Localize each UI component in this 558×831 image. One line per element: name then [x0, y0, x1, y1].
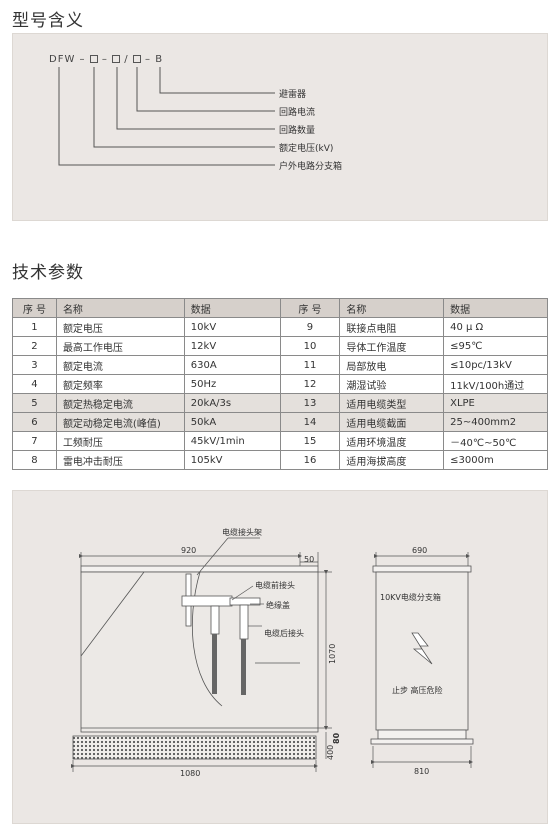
- cell-value: ≤10pc/13kV: [443, 355, 548, 375]
- label-rated-voltage: 额定电压(kV): [279, 144, 334, 154]
- cell-value: XLPE: [443, 393, 548, 413]
- warning-text: 止步 高压危险: [392, 685, 443, 695]
- code-slot-count: [112, 55, 121, 63]
- side-view: [370, 565, 474, 745]
- code-slash: /: [124, 54, 129, 65]
- label-outdoor-branch-box: 户外电路分支箱: [279, 162, 343, 172]
- code-dash: –: [101, 54, 108, 65]
- rear-joint-icon: [239, 604, 249, 640]
- code-slot-voltage: [89, 55, 98, 63]
- cell-value: ≤95℃: [443, 336, 548, 356]
- dim-side-top: 690: [412, 546, 427, 555]
- box-name: 10KV电缆分支箱: [380, 592, 441, 602]
- model-tree-lines: [58, 67, 275, 166]
- dim-base-h1: 80: [332, 732, 341, 744]
- label-loop-current: 回路电流: [279, 108, 316, 118]
- dim-base-h2: 400: [326, 745, 335, 760]
- front-joint-icon: [181, 595, 233, 607]
- cell-name: 适用海拔高度: [339, 450, 445, 470]
- dim-width-bottom: 1080: [180, 769, 200, 778]
- cell-value: 20kA/3s: [183, 393, 281, 413]
- dim-gap: 50: [304, 555, 314, 564]
- cell-no: 6: [12, 412, 57, 432]
- model-section-title: 型号含义: [12, 11, 84, 31]
- code-slot-current: [132, 55, 141, 63]
- model-meaning-panel: DFW – – / – B 避雷器 回路电流 回路数量 额定电压(kV) 户外电…: [12, 33, 548, 221]
- cell-name: 雷电冲击耐压: [55, 450, 185, 470]
- header-name: 名称: [339, 298, 445, 318]
- header-value: 数据: [183, 298, 281, 318]
- side-dimensions: [370, 552, 474, 768]
- code-dash: –: [79, 54, 86, 65]
- model-code: DFW – – / – B: [49, 54, 163, 65]
- code-suffix: B: [155, 54, 164, 65]
- front-dimensions: [70, 552, 332, 772]
- label-rear-joint: 电缆后接头: [264, 628, 304, 638]
- params-section-title: 技术参数: [12, 263, 84, 283]
- label-insulating-cap: 绝缘盖: [266, 600, 290, 610]
- cell-value: ≤3000m: [443, 450, 548, 470]
- cell-name: 额定动稳定电流(峰值): [55, 412, 185, 432]
- code-dash: –: [145, 54, 152, 65]
- dim-height: 1070: [328, 644, 337, 664]
- cell-name: 适用电缆类型: [339, 393, 445, 413]
- front-view: [72, 537, 319, 760]
- cell-name: 适用电缆截面: [339, 412, 445, 432]
- label-front-joint: 电缆前接头: [255, 580, 295, 590]
- cell-value: 45kV/1min: [183, 431, 281, 451]
- cell-value: 25~400mm2: [443, 412, 548, 432]
- label-cable-bracket: 电缆接头架: [222, 527, 262, 537]
- dim-width-top: 920: [181, 546, 196, 555]
- dim-side-bottom: 810: [414, 767, 429, 776]
- lightning-icon: [411, 632, 433, 665]
- label-arrester: 避雷器: [279, 90, 307, 100]
- front-base: [72, 735, 317, 760]
- cell-value: 105kV: [183, 450, 281, 470]
- label-loop-count: 回路数量: [279, 126, 316, 136]
- header-name: 名称: [55, 298, 185, 318]
- code-prefix: DFW: [49, 54, 76, 65]
